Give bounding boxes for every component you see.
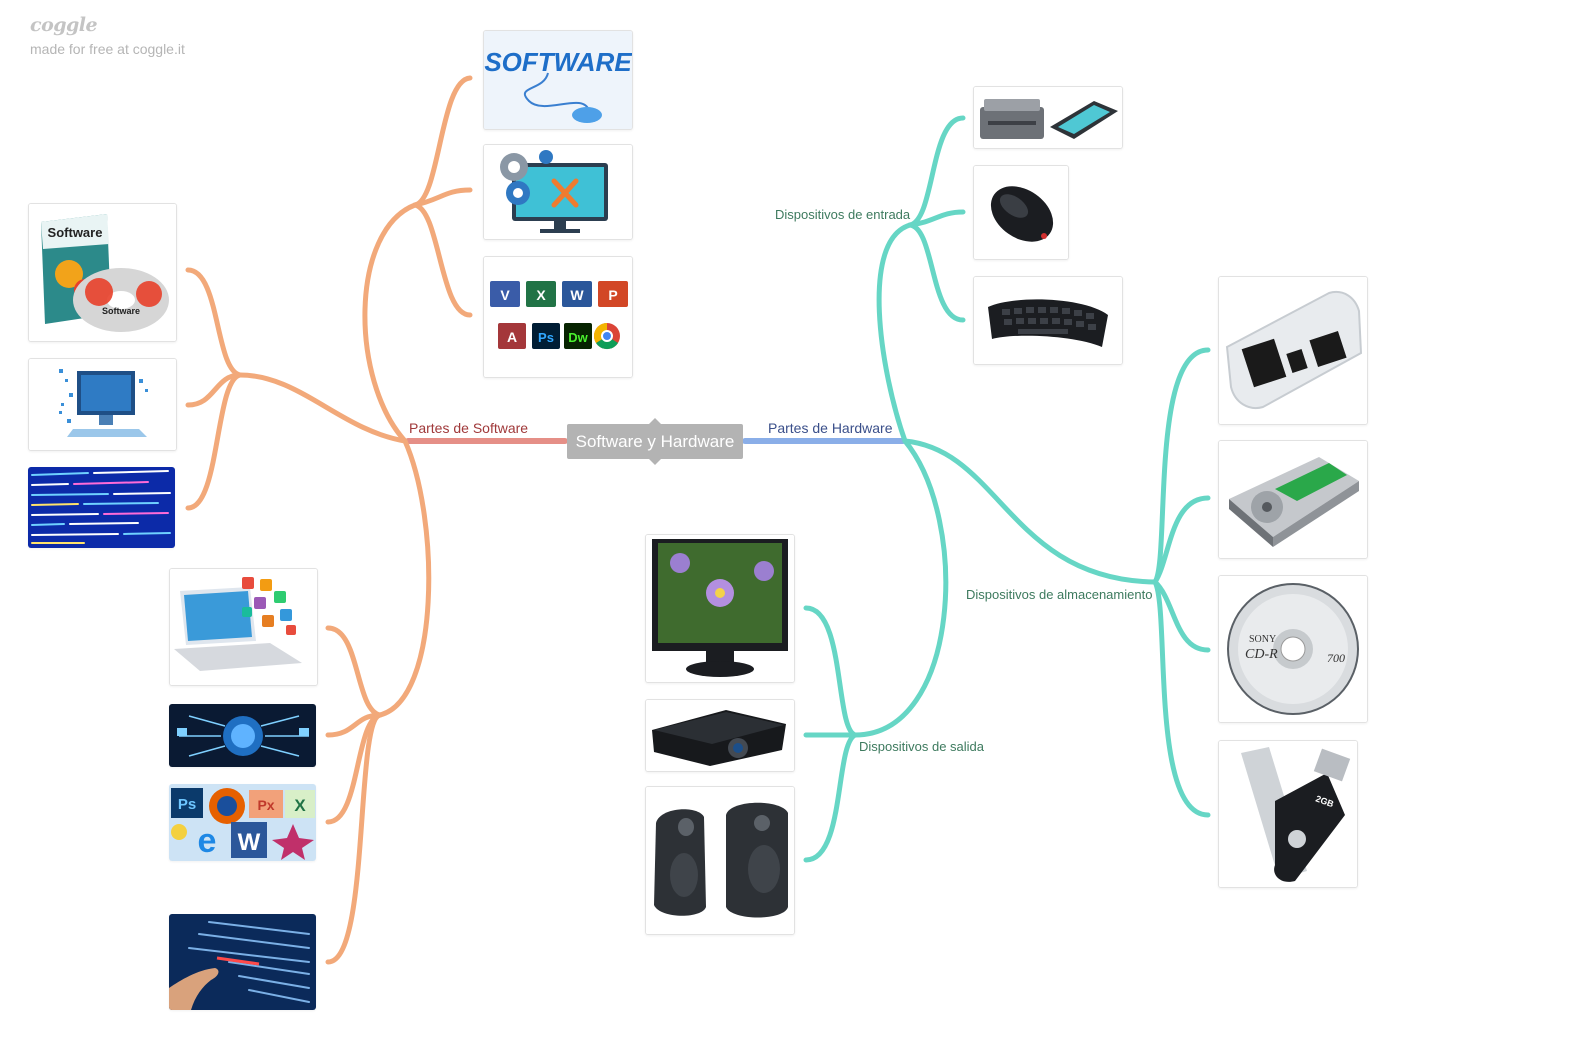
ie-icon: e [198,822,217,860]
central-node[interactable]: Software y Hardware [567,424,743,459]
code-touch-image[interactable] [169,914,316,1010]
app-icons-mix-image[interactable]: Ps Px X e W [169,784,316,861]
usb-drive-image[interactable]: 2GB [1218,740,1358,888]
laptop-apps-image[interactable] [169,568,318,686]
svg-text:CD-R: CD-R [1245,647,1278,662]
link-software-left [237,372,408,444]
mouse-image[interactable] [973,165,1069,260]
aim-icon [171,824,187,840]
central-node-top-handle[interactable] [649,418,661,424]
office-apps-image[interactable]: V X W P A Ps Dw [483,256,633,378]
keyboard-image[interactable] [973,276,1123,365]
coggle-logo[interactable]: coggle [30,14,98,36]
link-salida [852,438,949,738]
excel-icon: X [536,287,546,303]
source-code-image[interactable] [28,467,175,548]
coggle-brand[interactable]: coggle made for free at coggle.it [30,14,185,57]
svg-text:SOFTWARE: SOFTWARE [484,47,632,77]
photoshop-icon: Ps [538,330,554,345]
visio-icon: V [500,287,510,303]
photoshop-mix-icon: Ps [178,796,196,813]
salida-label[interactable]: Dispositivos de salida [859,739,985,754]
star-icon [272,824,314,860]
excel-mix-icon: X [294,796,306,815]
link-entrada [876,222,913,444]
projector-image[interactable] [645,699,795,772]
hard-drive-image[interactable] [1218,440,1368,559]
cd-image[interactable]: SONY CD-R 700 [1218,575,1368,723]
svg-text:Software: Software [102,306,140,316]
memory-card-image[interactable] [1218,276,1368,425]
link-almacenamiento [902,438,1158,585]
word-mix-icon: W [238,829,261,856]
hardware-branch-label[interactable]: Partes de Hardware [768,420,893,436]
access-icon: A [507,329,517,345]
svg-text:Software: Software [48,225,103,240]
powerpoint-mix-icon: Px [257,797,274,813]
monitor-image[interactable] [645,534,795,683]
central-node-bottom-handle[interactable] [649,459,661,465]
network-tech-image[interactable] [169,704,316,767]
digital-computer-image[interactable] [28,358,177,451]
software-branch-label[interactable]: Partes de Software [409,420,529,436]
powerpoint-icon: P [608,287,617,303]
speakers-image[interactable] [645,786,795,935]
link-software-bottom [377,438,432,718]
dreamweaver-icon: Dw [568,330,588,345]
printer-scanner-image[interactable] [973,86,1123,149]
svg-text:700: 700 [1327,651,1345,665]
svg-text:SONY: SONY [1249,634,1276,645]
software-logo-image[interactable]: SOFTWARE [483,30,633,130]
entrada-label[interactable]: Dispositivos de entrada [775,207,911,222]
coggle-tagline[interactable]: made for free at coggle.it [30,41,185,57]
almacenamiento-label[interactable]: Dispositivos de almacenamiento [966,587,1153,602]
software-settings-image[interactable] [483,144,633,240]
software-box-image[interactable]: Software Software [28,203,177,342]
word-icon: W [570,287,584,303]
link-software-top [362,202,418,444]
